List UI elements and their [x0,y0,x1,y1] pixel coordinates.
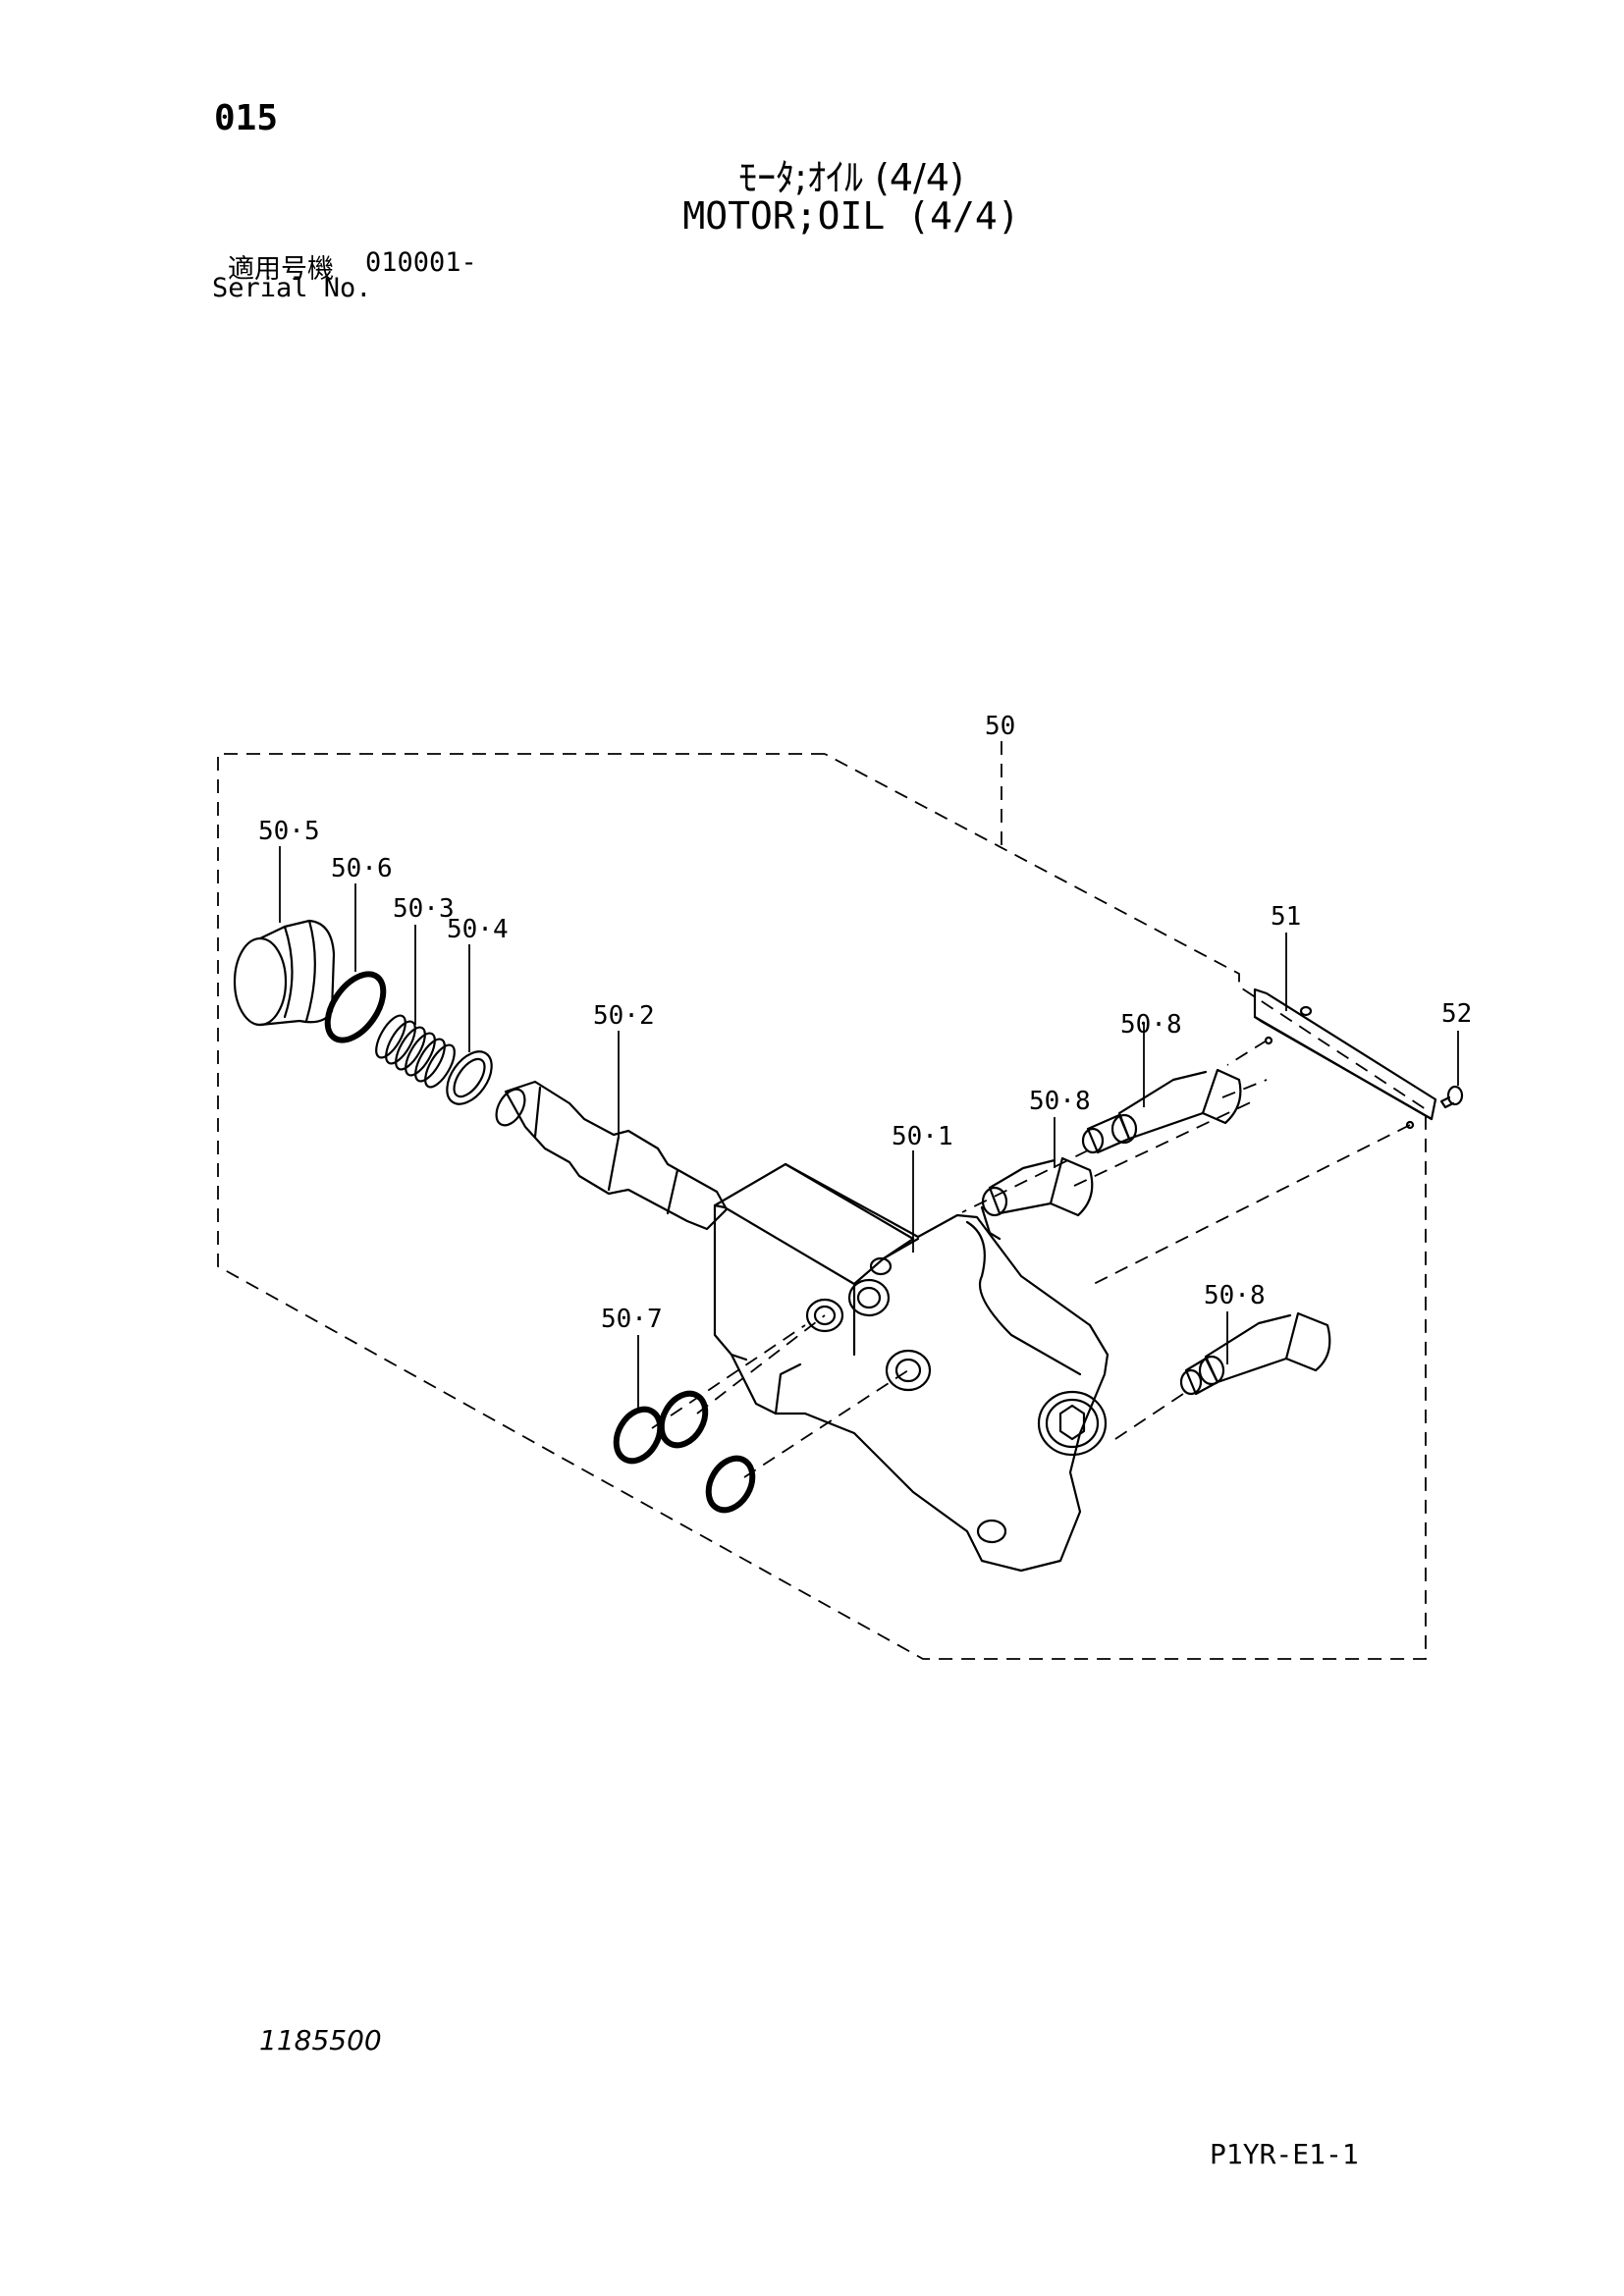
o-ring-50-7b [658,1390,709,1449]
bolt-50-8-middle [980,1156,1094,1241]
callout-50-4: 50·4 [447,915,509,944]
plug-50-5 [233,919,336,1027]
spring-50-3 [375,1014,456,1089]
callout-52: 52 [1441,999,1472,1029]
callout-51: 51 [1271,902,1301,932]
callout-50-1: 50·1 [892,1122,953,1151]
spool-50-2 [495,1080,729,1231]
serial-label-english: Serial No. [212,273,372,303]
callout-50-8-upper: 50·8 [1120,1010,1182,1040]
bolt-50-8-upper [1081,1068,1242,1154]
callout-50-2: 50·2 [593,1001,655,1031]
serial-label-japanese: 適用号機 [228,254,334,285]
sheet-reference: P1YR-E1-1 [1210,2138,1359,2170]
callout-50: 50 [985,712,1015,741]
callout-50-6: 50·6 [331,854,393,883]
bolt-50-8-lower [1179,1311,1331,1396]
assembly-boundary-50 [217,753,1427,1660]
page-title-japanese: ﾓｰﾀ;ｵｲﾙ (4/4) [738,156,964,199]
serial-number-value: 010001- [365,247,477,278]
callout-50-5: 50·5 [258,817,320,846]
callout-50-7: 50·7 [601,1305,663,1334]
leader-lines [279,741,1459,1410]
washer-50-4 [446,1050,493,1105]
drawing-number: 1185500 [259,2024,382,2056]
callout-50-3: 50·3 [393,894,455,924]
o-ring-50-7a [613,1406,664,1465]
callout-50-8-lower: 50·8 [1204,1281,1266,1310]
name-plate-51 [1253,988,1437,1130]
o-ring-50-7c [705,1455,756,1514]
page-code: 015 [214,98,279,138]
page-title-english: MOTOR;OIL (4/4) [682,194,1020,238]
o-ring-50-6 [324,971,387,1043]
valve-body-50-1 [713,1162,1110,1573]
rivet-52 [1439,1085,1464,1109]
callout-50-8-middle: 50·8 [1029,1087,1091,1116]
